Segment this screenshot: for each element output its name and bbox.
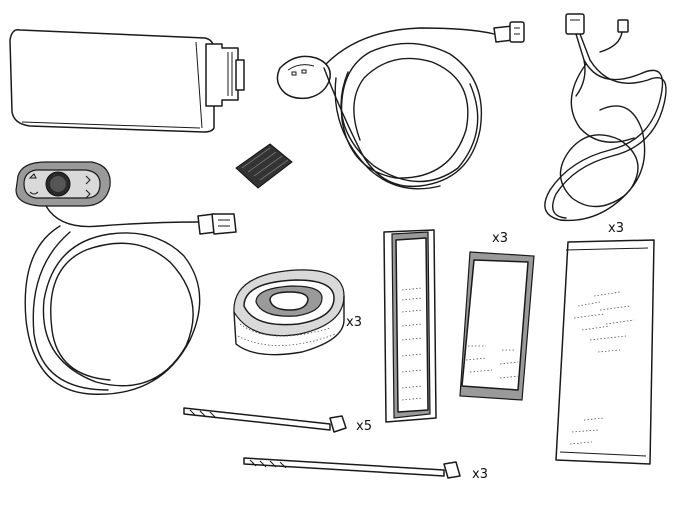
microphone-cable-icon	[276, 21, 525, 190]
strap-small-quantity: x3	[492, 231, 508, 246]
velcro-strap-large-icon	[555, 239, 655, 465]
tie-short-quantity: x3	[472, 467, 488, 482]
cable-tie-long-icon	[183, 407, 347, 433]
control-unit-box-icon	[9, 28, 245, 133]
velcro-roll-quantity: x3	[346, 315, 362, 330]
cable-tie-short-icon	[243, 457, 461, 479]
remote-control-cable-icon	[15, 161, 237, 395]
adhesive-pad-icon	[235, 143, 293, 189]
strap-large-quantity: x3	[608, 221, 624, 236]
velcro-roll-icon	[233, 269, 345, 356]
tie-long-quantity: x5	[356, 419, 372, 434]
velcro-strap-small-icon	[459, 251, 535, 401]
power-cable-harness-icon	[544, 13, 667, 222]
velcro-strap-narrow-icon	[383, 229, 437, 423]
